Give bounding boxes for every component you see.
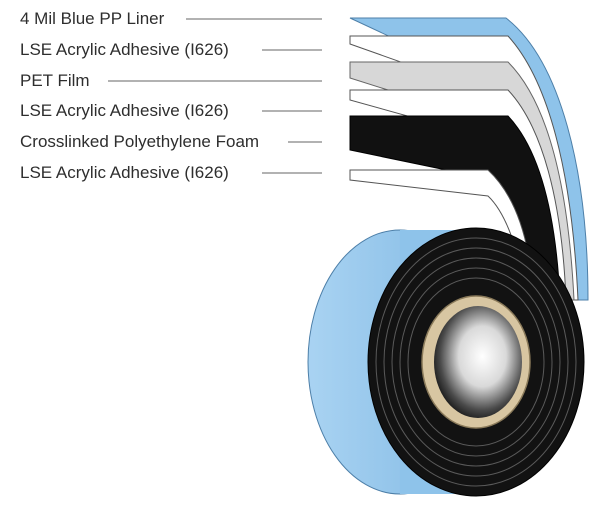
label-adhesive-top: LSE Acrylic Adhesive (I626) (20, 40, 229, 59)
label-liner: 4 Mil Blue PP Liner (20, 9, 165, 28)
label-adhesive-middle: LSE Acrylic Adhesive (I626) (20, 101, 229, 120)
winding-rings (375, 237, 577, 487)
label-pet-film: PET Film (20, 71, 90, 90)
label-adhesive-bottom: LSE Acrylic Adhesive (I626) (20, 163, 229, 182)
core-hole (434, 306, 522, 418)
label-foam: Crosslinked Polyethylene Foam (20, 132, 260, 151)
leader-lines (108, 18, 322, 174)
